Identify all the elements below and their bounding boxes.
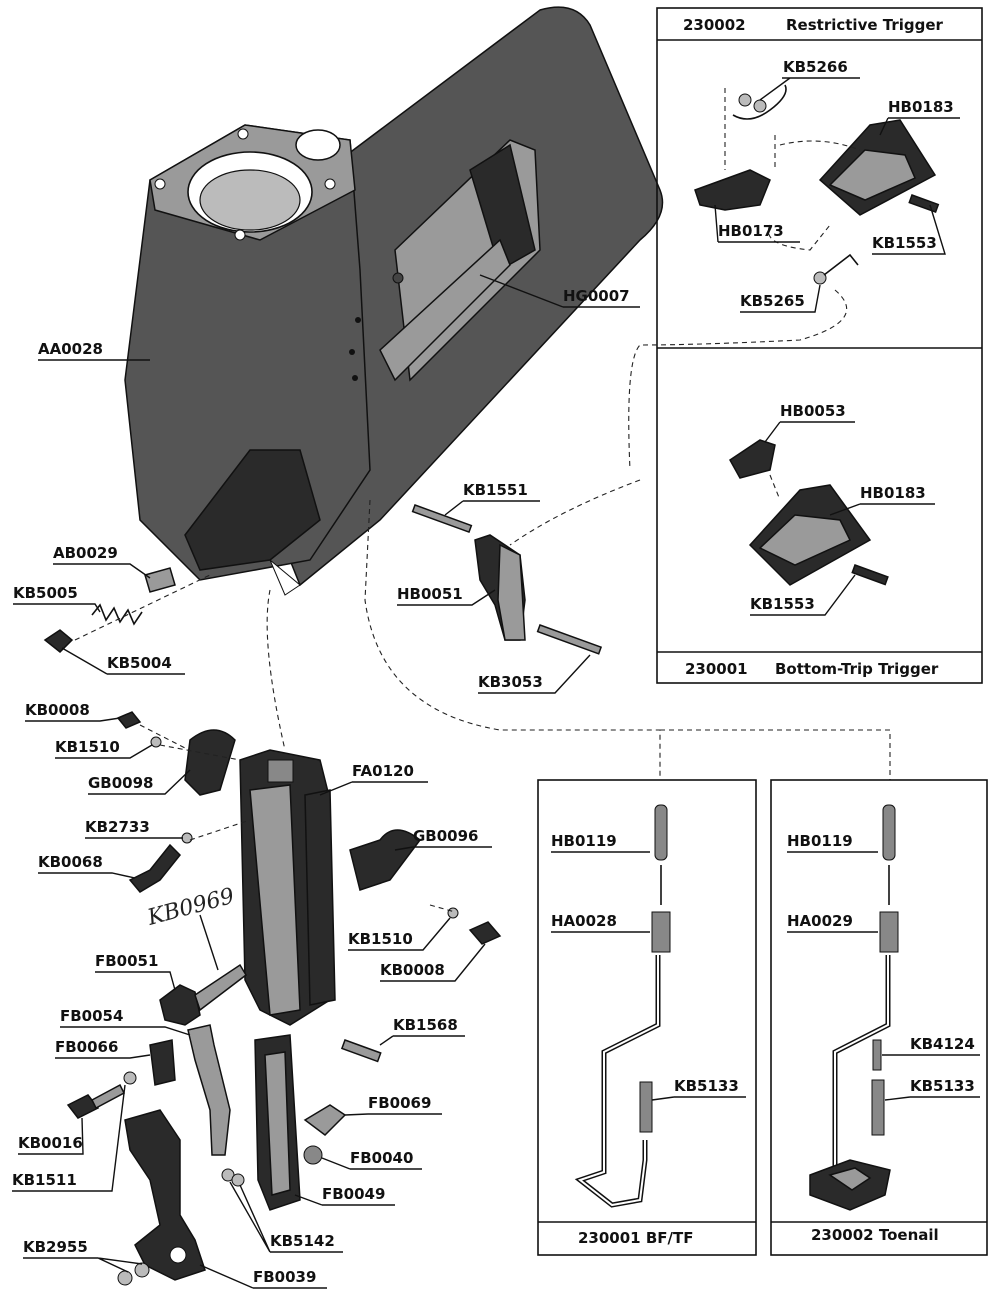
- fb0054-fb0066-parts: [149, 1024, 231, 1156]
- toenail-linkage: [809, 804, 899, 1211]
- nose-assembly-fa0120: [184, 729, 422, 1026]
- label-fb0054: FB0054: [60, 1007, 123, 1025]
- label-kb1551: KB1551: [463, 481, 528, 499]
- restrictive-trigger-number: 230002: [683, 16, 746, 34]
- bottom-trip-trigger-title: Bottom-Trip Trigger: [775, 660, 939, 678]
- label-kb0068: KB0068: [38, 853, 103, 871]
- label-kb5266: KB5266: [783, 58, 848, 76]
- label-kb1511: KB1511: [12, 1171, 77, 1189]
- label-gb0098: GB0098: [88, 774, 154, 792]
- label-kb0016: KB0016: [18, 1134, 83, 1152]
- label-kb1510-top: KB1510: [55, 738, 120, 756]
- label-ab0029: AB0029: [53, 544, 118, 562]
- label-fb0039: FB0039: [253, 1268, 316, 1286]
- label-hb0119-toenail: HB0119: [787, 832, 853, 850]
- label-ha0029: HA0029: [787, 912, 853, 930]
- toenail-box-frame: [770, 779, 988, 1256]
- label-fb0069: FB0069: [368, 1094, 431, 1112]
- label-ha0028: HA0028: [551, 912, 617, 930]
- label-kb0008-top: KB0008: [25, 701, 90, 719]
- kb0016-kb1511-parts: [66, 1071, 137, 1119]
- label-hb0183-bottom-trip: HB0183: [860, 484, 926, 502]
- label-kb1553-restrictive: KB1553: [872, 234, 937, 252]
- fb0039-lever: [117, 1109, 206, 1286]
- label-gb0096: GB0096: [413, 827, 479, 845]
- kb1568-pin: [340, 1039, 382, 1063]
- label-kb4124: KB4124: [910, 1035, 975, 1053]
- label-kb5005: KB5005: [13, 584, 78, 602]
- label-fb0040: FB0040: [350, 1149, 413, 1167]
- nose-small-parts: [116, 711, 502, 945]
- label-hb0173: HB0173: [718, 222, 784, 240]
- restrictive-trigger-parts: [628, 84, 940, 471]
- label-hb0183-restrictive: HB0183: [888, 98, 954, 116]
- label-hb0051: HB0051: [397, 585, 463, 603]
- label-kb5133-toenail: KB5133: [910, 1077, 975, 1095]
- label-kb5265: KB5265: [740, 292, 805, 310]
- restrictive-trigger-title: Restrictive Trigger: [786, 16, 944, 34]
- exhaust-parts: [43, 567, 211, 654]
- label-fb0066: FB0066: [55, 1038, 118, 1056]
- label-hb0119-bf-tf: HB0119: [551, 832, 617, 850]
- label-aa0028: AA0028: [38, 340, 103, 358]
- label-kb1553-bottom-trip: KB1553: [750, 595, 815, 613]
- fb0051-screw: [159, 963, 247, 1026]
- handwritten-part-note: KB0969: [144, 884, 237, 931]
- label-kb0008-bottom: KB0008: [380, 961, 445, 979]
- trigger-assembly: [411, 479, 641, 655]
- bottom-trip-trigger-number: 230001: [685, 660, 748, 678]
- bottom-trip-trigger-parts: [729, 439, 889, 586]
- label-hb0053: HB0053: [780, 402, 846, 420]
- bf-tf-linkage: [574, 804, 671, 1208]
- bf-tf-box-title: 230001 BF/TF: [578, 1229, 693, 1247]
- bf-tf-box-frame: [537, 779, 757, 1256]
- label-kb5133-bf-tf: KB5133: [674, 1077, 739, 1095]
- label-kb5142: KB5142: [270, 1232, 335, 1250]
- fb0049-parts: [221, 1034, 347, 1211]
- trigger-box-frame: [656, 7, 983, 684]
- label-fa0120: FA0120: [352, 762, 414, 780]
- housing-aa0028: [124, 6, 664, 596]
- label-kb1510-bottom: KB1510: [348, 930, 413, 948]
- label-kb3053: KB3053: [478, 673, 543, 691]
- label-kb2733: KB2733: [85, 818, 150, 836]
- label-fb0051: FB0051: [95, 952, 158, 970]
- label-kb5004: KB5004: [107, 654, 172, 672]
- label-kb2955: KB2955: [23, 1238, 88, 1256]
- toenail-box-title: 230002 Toenail: [811, 1226, 939, 1244]
- label-fb0049: FB0049: [322, 1185, 385, 1203]
- label-hg0007: HG0007: [563, 287, 630, 305]
- label-kb1568: KB1568: [393, 1016, 458, 1034]
